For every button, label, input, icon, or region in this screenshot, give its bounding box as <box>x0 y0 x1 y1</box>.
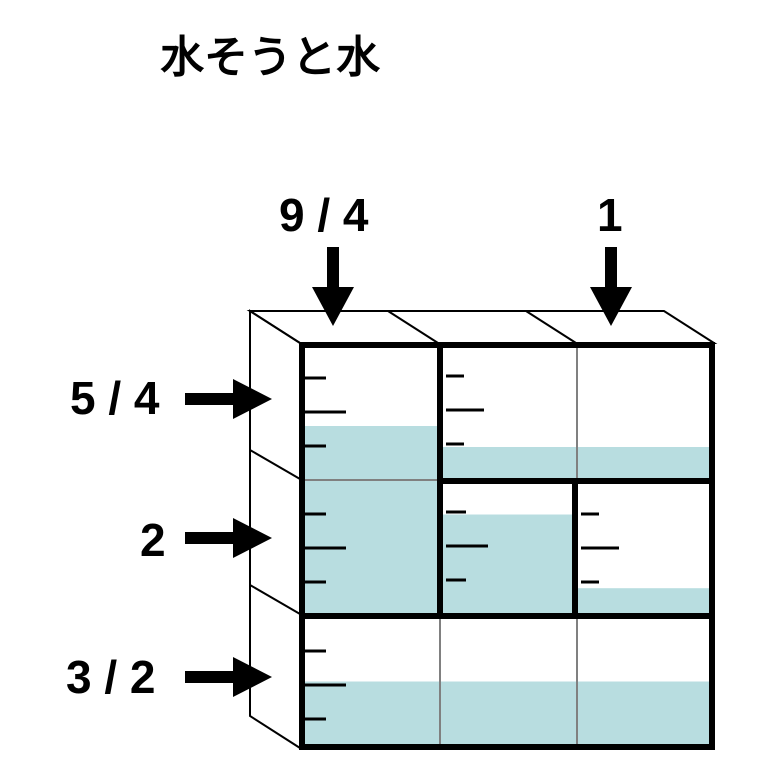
outer-frame <box>299 342 715 750</box>
water-fill-tank-bottom-wide <box>302 681 712 747</box>
row-clue-bottom: 3 / 2 <box>66 651 156 703</box>
water-fills <box>302 426 712 747</box>
down-arrow-left <box>312 247 354 326</box>
right-arrow-top <box>185 379 272 419</box>
tank-walls <box>299 342 715 750</box>
puzzle-title: 水そうと水 <box>160 32 381 83</box>
water-fill-tank-left-tall <box>302 426 440 615</box>
row-clue-middle: 2 <box>140 514 166 566</box>
row-clues: 5 / 4 2 3 / 2 <box>66 372 166 703</box>
column-clue-right: 1 <box>597 189 623 241</box>
column-clues: 9 / 4 1 <box>279 189 623 241</box>
column-clue-left: 9 / 4 <box>279 189 369 241</box>
row-clue-top: 5 / 4 <box>70 372 160 424</box>
right-arrow-middle <box>185 518 272 558</box>
water-fill-tank-middle-center <box>440 514 575 615</box>
down-arrows <box>312 247 632 326</box>
water-fill-tank-middle-right <box>575 588 712 615</box>
down-arrow-right <box>590 247 632 326</box>
cell-grid-thin <box>302 345 578 748</box>
right-arrows <box>185 379 272 697</box>
tank-tick-marks <box>304 374 619 721</box>
box-top-face <box>246 310 718 344</box>
right-arrow-bottom <box>185 657 272 697</box>
